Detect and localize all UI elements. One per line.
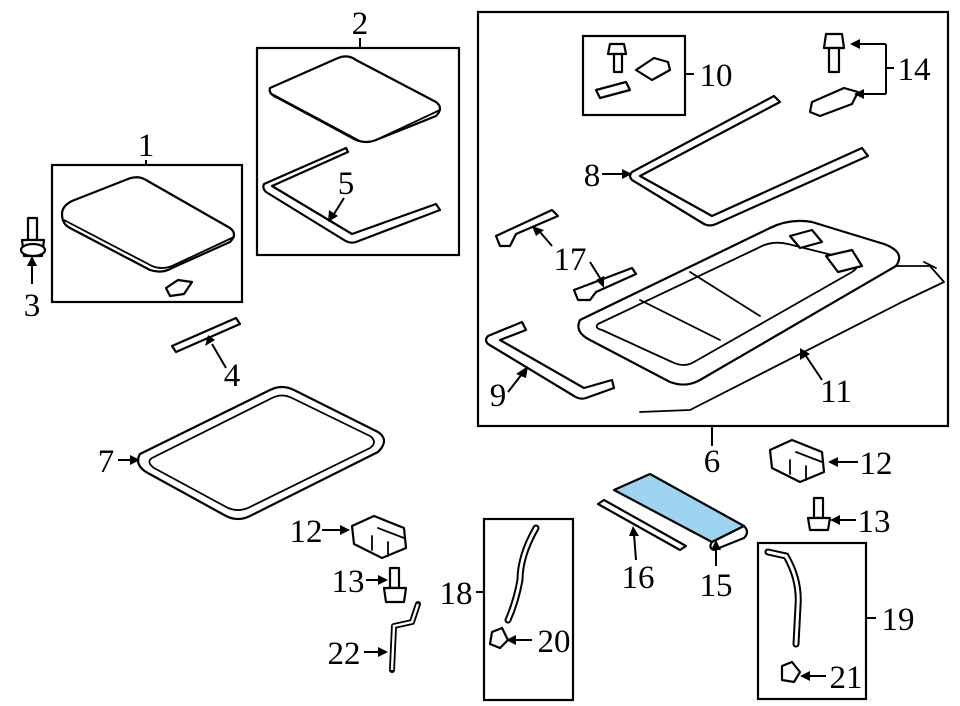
- callout-16: 16: [622, 560, 655, 596]
- motor-part-12a: [768, 438, 826, 484]
- bolt-part-13b: [806, 496, 832, 532]
- callout-3: 3: [24, 288, 41, 324]
- callout-22: 22: [328, 636, 361, 672]
- callout-labels: 1 2 3 4 5 6 7 8 9 10 11 12 12 13 13 14 1…: [24, 6, 931, 696]
- callout-1: 1: [138, 128, 155, 164]
- callout-11: 11: [820, 374, 852, 410]
- callout-9: 9: [490, 378, 507, 414]
- callout-20: 20: [538, 624, 571, 660]
- callout-12-left: 12: [290, 514, 323, 550]
- callout-21: 21: [830, 660, 863, 696]
- leader-lines: [27, 38, 894, 681]
- glass-seal-part: [262, 146, 442, 244]
- callout-5: 5: [338, 166, 355, 202]
- group-box-19: [756, 541, 868, 701]
- sunroof-frame-part: [577, 219, 945, 413]
- callout-15: 15: [700, 568, 733, 604]
- hose-clip-part-20: [488, 626, 510, 650]
- sunshade-part-15: [612, 472, 749, 552]
- callout-13-left: 13: [332, 564, 365, 600]
- callout-12-right: 12: [860, 446, 893, 482]
- callout-7: 7: [98, 444, 115, 480]
- callout-13-right: 13: [858, 504, 891, 540]
- deflector-strip-part: [170, 316, 242, 354]
- bolt-part-13a: [382, 566, 408, 604]
- callout-10: 10: [700, 58, 733, 94]
- bolt-bracket-part-14: [808, 32, 860, 118]
- bolt-part-3: [19, 216, 47, 258]
- callout-17: 17: [554, 242, 587, 278]
- weatherstrip-part: [136, 385, 386, 521]
- callout-2: 2: [352, 6, 369, 42]
- drain-hose-part-19: [764, 548, 802, 648]
- motor-part-12b: [350, 514, 408, 560]
- group-box-18: [482, 517, 575, 702]
- callout-18: 18: [440, 576, 473, 612]
- glass-panel-rear-part: [60, 176, 236, 298]
- callout-8: 8: [584, 158, 601, 194]
- glass-panel-front-part: [268, 55, 442, 144]
- bracket-kit-part: [594, 42, 672, 100]
- glass-seal-rails-part: [628, 94, 870, 227]
- drain-hose-part-18: [504, 524, 540, 624]
- callout-19: 19: [882, 602, 915, 638]
- drain-channel-part: [484, 320, 616, 400]
- hose-clip-part-21: [780, 660, 802, 684]
- group-box-2: [255, 46, 461, 257]
- guide-rail-part-16: [596, 498, 688, 552]
- callout-6: 6: [704, 444, 721, 480]
- group-box-10: [581, 34, 687, 117]
- callout-14: 14: [898, 52, 931, 88]
- callout-4: 4: [224, 358, 241, 394]
- reinforcement-bracket-part: [494, 208, 638, 302]
